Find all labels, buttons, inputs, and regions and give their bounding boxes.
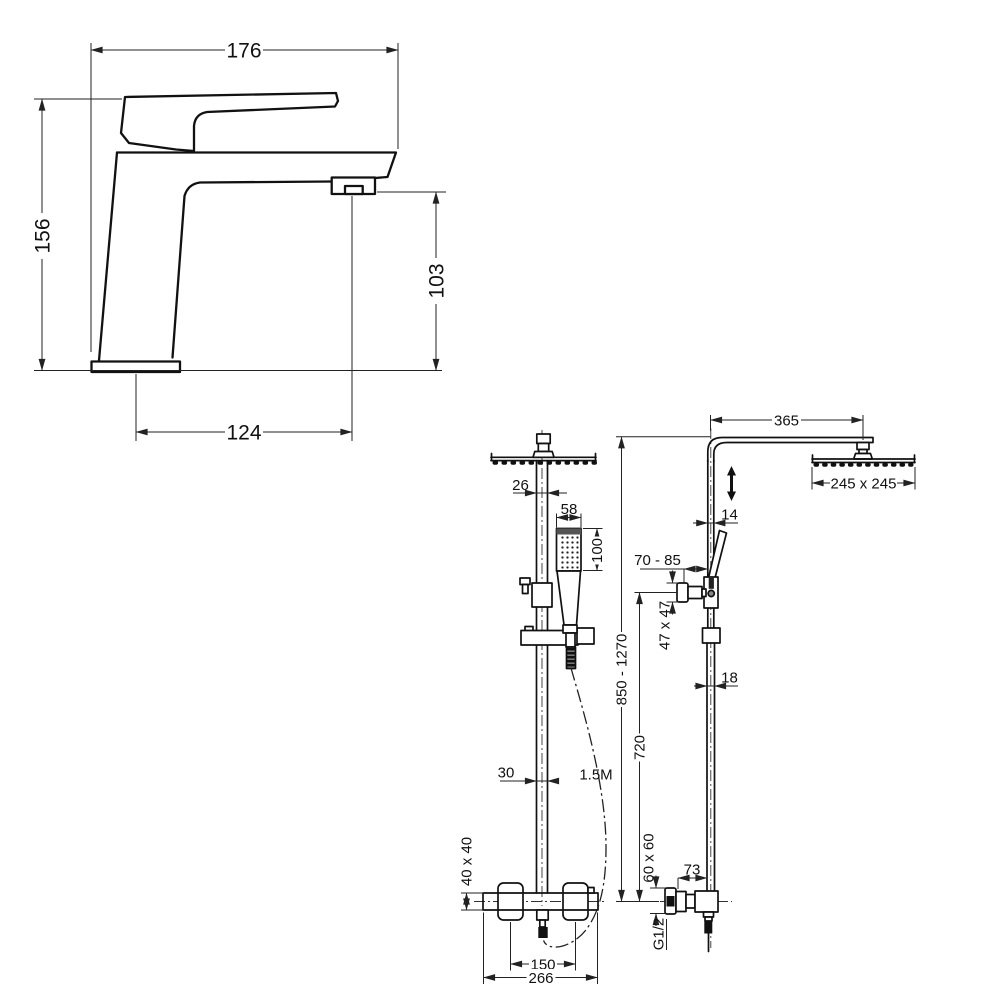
dim-label-hose-length: 1.5M: [579, 767, 612, 784]
dim-thread: G1/2: [651, 918, 668, 951]
dim-label-body-plate: 60 x 60: [641, 833, 658, 882]
dim-label-front-lower-pipe: 30: [498, 765, 515, 782]
dim-arm-length: 365: [710, 411, 864, 440]
dim-mixer-width: 266: [483, 912, 598, 987]
pipe-junction-collar: [701, 627, 721, 644]
dim-base-width: 124: [135, 196, 353, 445]
dim-label-front-upper-pipe: 26: [512, 477, 529, 494]
hose-coil: [565, 646, 577, 670]
wall-bracket-flange: [676, 582, 689, 603]
dim-lower-height: 720: [631, 592, 677, 902]
dim-label-thread: G1/2: [651, 918, 668, 951]
faucet-handle: [119, 91, 340, 153]
dim-label-arm-length: 365: [774, 412, 799, 429]
dim-head-size: 245 x 245: [811, 467, 916, 492]
shower-hose: [542, 667, 607, 948]
dim-handset-length: 100: [583, 528, 606, 571]
dim-label-side-upper-pipe: 14: [721, 507, 738, 524]
dim-front-upper-pipe: 26: [512, 477, 567, 497]
dim-label-wall-offset: 70 - 85: [634, 552, 681, 569]
dim-label-outlet-offset: 73: [684, 862, 701, 879]
dim-outlet-offset: 73: [677, 862, 708, 889]
front-overhead-shower: [490, 433, 597, 465]
dim-label-base-width: 124: [226, 422, 261, 445]
dim-side-lower-pipe: 18: [694, 670, 738, 690]
dim-total-height: 156: [31, 98, 122, 371]
dim-inlet-spacing: 150: [510, 922, 576, 973]
dim-side-upper-pipe: 14: [693, 507, 738, 527]
dim-spout-height: 103: [377, 191, 449, 371]
dim-label-mixer-body: 40 x 40: [459, 837, 476, 886]
dim-label-side-lower-pipe: 18: [721, 670, 738, 687]
faucet-spout-deck: [115, 151, 398, 180]
dim-label-mixer-width: 266: [528, 970, 553, 987]
shower-front-view: 26 58 100 30 1.5M: [459, 430, 613, 987]
front-thermostatic-mixer: [482, 882, 599, 938]
faucet-body-left-edge: [97, 151, 119, 362]
dim-body-plate: 60 x 60: [641, 833, 666, 926]
basin-mixer-view: 176 156 103 124: [31, 39, 449, 445]
faucet-base: [90, 360, 182, 374]
side-thermostatic-mixer: [664, 887, 719, 953]
side-inlet: [666, 896, 675, 907]
dim-handset-width: 58: [556, 501, 582, 528]
front-riser-pipe: [535, 459, 549, 894]
faucet-aerator-insert: [343, 184, 364, 196]
side-overhead-shower: [811, 441, 916, 467]
dim-label-height-range: 850 - 1270: [614, 634, 631, 706]
shower-side-view: 365 245 x 245 14 70 - 85: [613, 411, 916, 953]
side-outlet-thread: [704, 921, 713, 934]
dim-label-spout-height: 103: [426, 263, 449, 298]
handset-spray-face: [559, 536, 579, 569]
height-adjust-arrow: [727, 466, 736, 501]
faucet-body-right-edge: [171, 180, 333, 359]
front-hand-shower: [555, 527, 582, 670]
dim-label-spout-reach: 176: [226, 40, 261, 63]
front-outlet-thread: [538, 927, 548, 938]
front-handset-holder: [520, 625, 595, 646]
dim-label-head-size: 245 x 245: [831, 475, 897, 492]
dim-spout-reach: 176: [90, 39, 399, 352]
dim-label-total-height: 156: [32, 218, 55, 253]
dim-label-handset-length: 100: [589, 538, 606, 563]
dim-wall-offset: 70 - 85: [634, 552, 709, 583]
dim-front-lower-pipe: 30: [498, 765, 560, 785]
front-slider-bracket: [519, 577, 553, 608]
dim-height-range: 850 - 1270: [613, 436, 711, 902]
dim-label-handset-width: 58: [561, 501, 578, 518]
dim-label-lower-height: 720: [632, 735, 649, 760]
dim-label-bracket-plate: 47 x 47: [657, 601, 674, 650]
side-diverter-assembly: [676, 529, 728, 609]
dim-bracket-plate: 47 x 47: [657, 570, 679, 650]
dim-mixer-body: 40 x 40: [459, 837, 484, 911]
side-top-arm: [706, 436, 874, 463]
